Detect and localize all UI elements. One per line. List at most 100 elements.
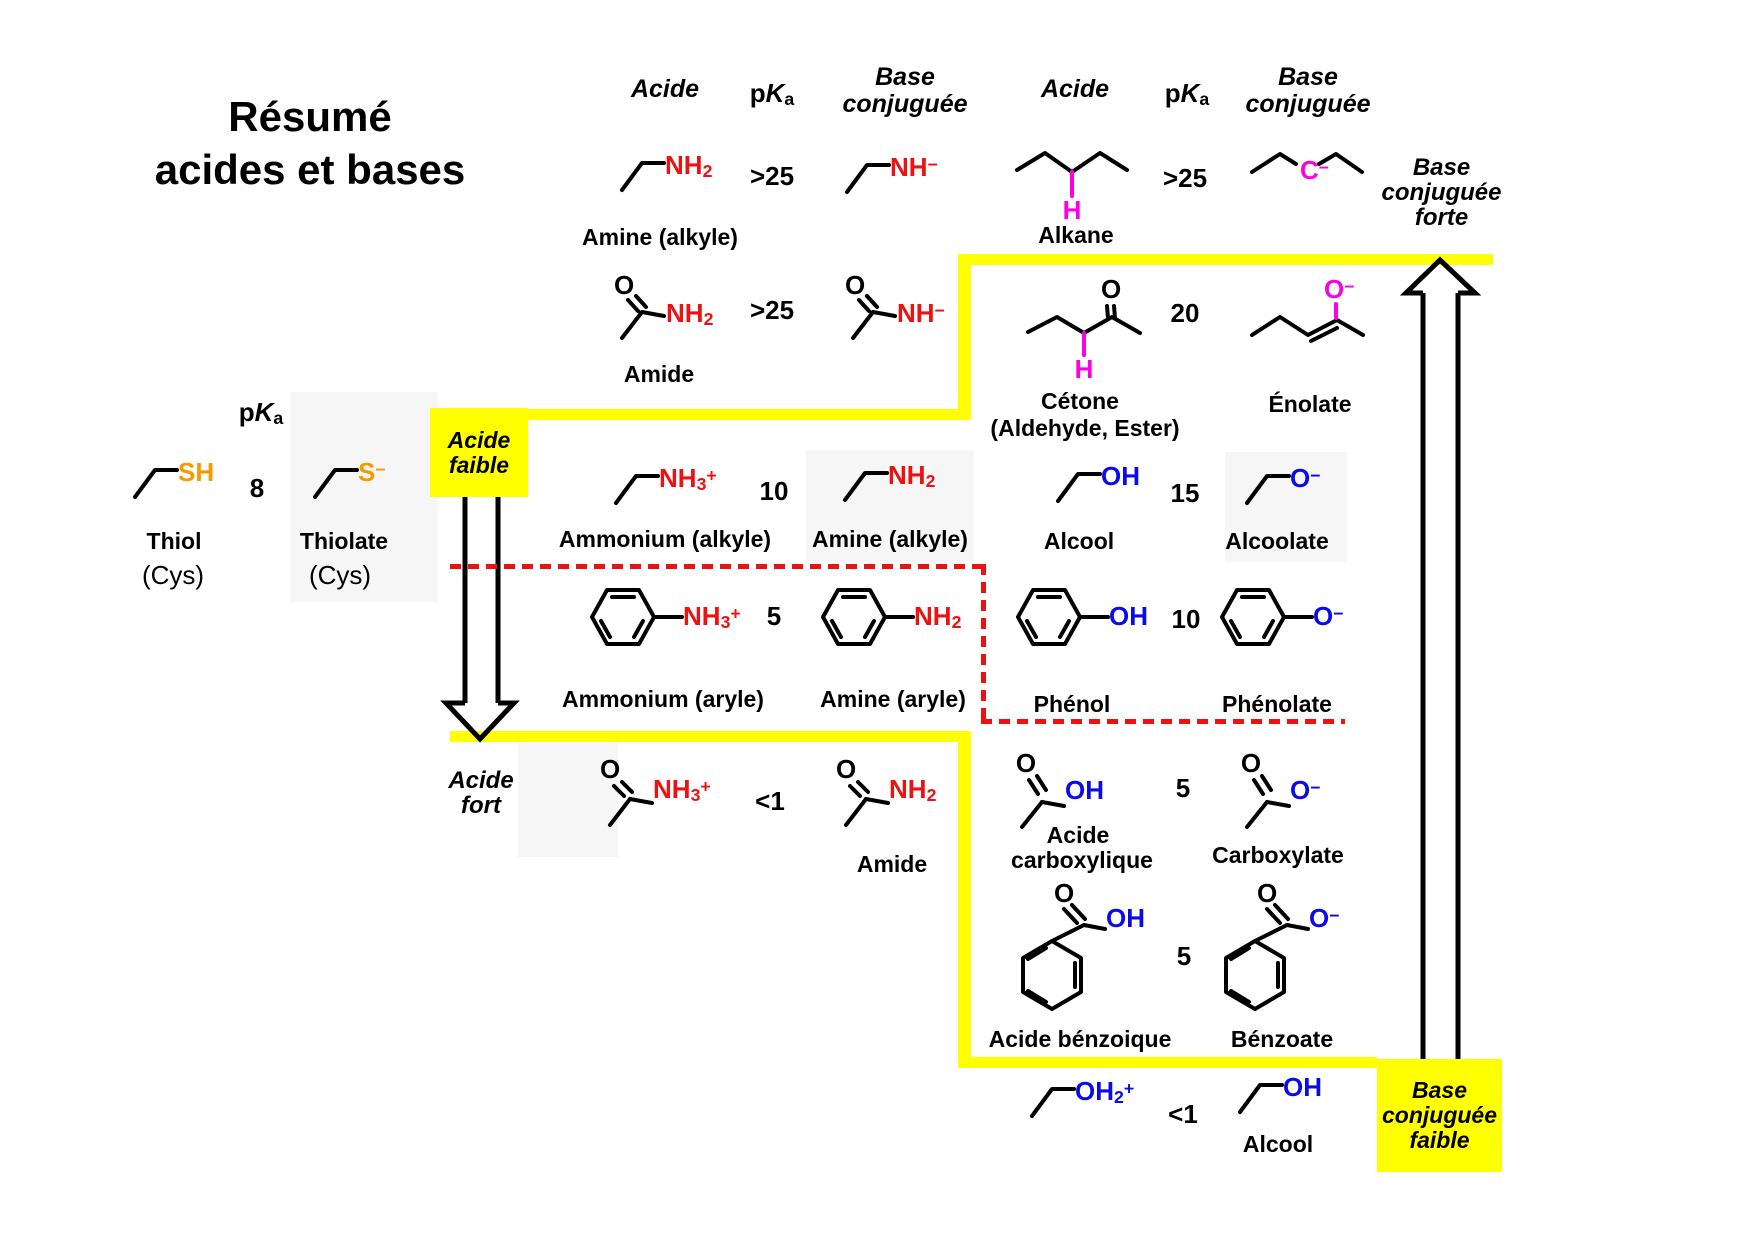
label-carboxylate: Carboxylate (1212, 842, 1344, 868)
header-pka-side: pKa (238, 397, 284, 429)
atom-o-acide-carboxylique: O (1015, 748, 1037, 778)
title-line1: Résumé (228, 93, 392, 140)
page-title: Résumé acides et bases (120, 90, 500, 196)
label-thiolate: Thiolate (299, 528, 389, 554)
yellow-boundary-upper-vertical (958, 254, 971, 420)
annotation-strong-base: Base conjuguée forte (1381, 154, 1502, 231)
label-acide-carboxylique-1: Acide (1046, 822, 1110, 848)
red-dashed-line-left (450, 564, 985, 569)
formula-ammonium-aryle: NH3+ (683, 601, 741, 633)
formula-thiolate: S− (358, 457, 386, 487)
pka-value-acide-carboxylique: 5 (1175, 773, 1191, 803)
formula-phenol: OH (1109, 601, 1148, 631)
formula-amide-base: NH− (897, 298, 945, 328)
formula-acide-carboxylique: OH (1065, 775, 1104, 805)
pka-value-acide-benzoique: 5 (1176, 941, 1192, 971)
label-thiolate-cys: (Cys) (308, 560, 372, 590)
formula-enolate: O− (1324, 274, 1355, 304)
formula-alcoolate: O− (1290, 463, 1321, 493)
yellow-boundary-bottom (958, 1057, 1377, 1068)
pka-value-alcool: 15 (1170, 478, 1200, 508)
formula-carboxylate: O− (1290, 775, 1321, 805)
label-amide-conjugate: Amide (856, 851, 928, 877)
red-dashed-line-vertical (981, 564, 986, 724)
atom-o-amide-protonated: O (600, 754, 621, 784)
weak-base-box: Base conjuguée faible (1377, 1059, 1502, 1172)
label-cetone: Cétone (1041, 388, 1119, 414)
background-panel (1225, 452, 1347, 562)
label-phenolate: Phénolate (1222, 691, 1332, 717)
label-acide-carboxylique-2: carboxylique (1011, 847, 1153, 873)
atom-h-alkane: H (1062, 195, 1082, 225)
label-amine-alkyle: Amine (alkyle) (582, 224, 738, 250)
weak-acid-box: Acide faible (430, 408, 528, 497)
formula-amide-acid: NH2 (666, 298, 714, 330)
pka-value-thiol: 8 (249, 473, 265, 503)
pka-value-cetone: 20 (1170, 298, 1200, 328)
base-strength-up-arrow (1399, 256, 1482, 1059)
formula-alcool: OH (1101, 461, 1140, 491)
atom-o-amide-conjugate: O (836, 754, 857, 784)
pka-value-ammonium-alkyle: 10 (759, 476, 789, 506)
atom-o-amide-base: O (845, 270, 866, 300)
pka-value-alcool-protone: <1 (1168, 1099, 1198, 1129)
yellow-boundary-upper-left (528, 409, 971, 420)
formula-amine-aryle: NH2 (914, 601, 962, 633)
label-acide-benzoique: Acide bénzoique (988, 1026, 1172, 1052)
formula-benzoate: O− (1309, 903, 1340, 933)
label-alcool: Alcool (1043, 528, 1115, 554)
formula-acide-benzoique: OH (1106, 903, 1145, 933)
formula-amide-protonated: NH3+ (653, 774, 711, 806)
header-pka-left: pKa (749, 78, 795, 110)
label-phenol: Phénol (1033, 691, 1111, 717)
formula-carbanion: C− (1300, 155, 1330, 185)
header-acid-left: Acide (630, 75, 700, 103)
formula-alcool-bottom: OH (1283, 1072, 1322, 1102)
yellow-boundary-lower-left (450, 731, 971, 742)
label-alkane: Alkane (1038, 222, 1114, 248)
formula-amide-conjugate: NH2 (889, 774, 937, 806)
atom-o-carboxylate: O (1240, 748, 1262, 778)
atom-o-acide-benzoique: O (1054, 878, 1075, 908)
label-ammonium-aryle: Ammonium (aryle) (562, 686, 764, 712)
formula-phenolate: O− (1313, 601, 1344, 631)
annotation-strong-acid: Acide fort (448, 767, 514, 819)
formula-thiol: SH (178, 457, 215, 487)
acid-strength-down-arrow (440, 497, 520, 743)
atom-o-amide-acid: O (614, 270, 635, 300)
formula-amine-alkyle-conjugate: NH2 (888, 460, 936, 492)
label-thiol-cys: (Cys) (141, 560, 205, 590)
atom-o-cetone: O (1101, 274, 1122, 304)
title-line2: acides et bases (154, 146, 466, 193)
formula-amine-alkyle-acid: NH2 (665, 150, 713, 182)
formula-amine-alkyle-base: NH− (890, 152, 938, 182)
label-amide: Amide (623, 361, 695, 387)
atom-o-benzoate: O (1257, 878, 1278, 908)
label-cetone-variants: (Aldehyde, Ester) (990, 415, 1180, 441)
formula-ammonium-alkyle: NH3+ (659, 463, 717, 495)
pka-value-alkane: >25 (1162, 163, 1208, 193)
label-enolate: Énolate (1268, 391, 1352, 417)
label-alcoolate: Alcoolate (1225, 528, 1329, 554)
yellow-boundary-lower-vertical (958, 731, 971, 1068)
pka-value-phenol: 10 (1171, 604, 1201, 634)
background-panel (518, 735, 618, 857)
label-thiol: Thiol (146, 528, 202, 554)
pka-value-amide: >25 (749, 295, 795, 325)
pka-value-amine-alkyle: >25 (749, 161, 795, 191)
yellow-boundary-top-right (958, 254, 1493, 265)
red-dashed-line-right (981, 719, 1345, 724)
pka-value-amide-protonated: <1 (755, 786, 785, 816)
label-amine-alkyle-conjugate: Amine (alkyle) (812, 526, 968, 552)
formula-alcool-protone: OH2+ (1075, 1076, 1135, 1108)
label-ammonium-alkyle: Ammonium (alkyle) (558, 526, 772, 552)
label-alcool-bottom: Alcool (1242, 1131, 1314, 1157)
header-pka-right: pKa (1164, 78, 1210, 110)
label-amine-aryle: Amine (aryle) (820, 686, 966, 712)
atom-h-cetone: H (1074, 354, 1094, 384)
background-panel (806, 450, 974, 562)
header-acid-right: Acide (1040, 75, 1110, 103)
